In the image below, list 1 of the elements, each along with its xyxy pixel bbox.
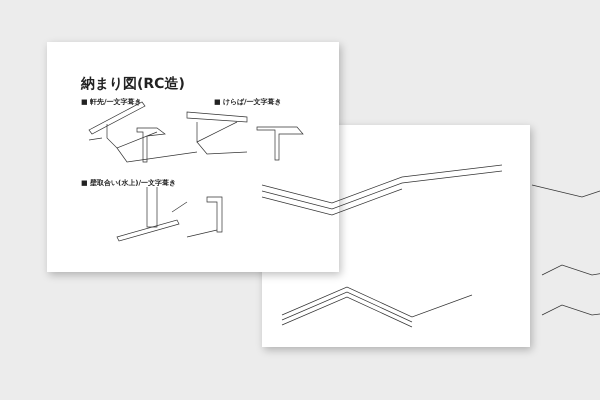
page-title: 納まり図(RC造) xyxy=(81,75,185,93)
